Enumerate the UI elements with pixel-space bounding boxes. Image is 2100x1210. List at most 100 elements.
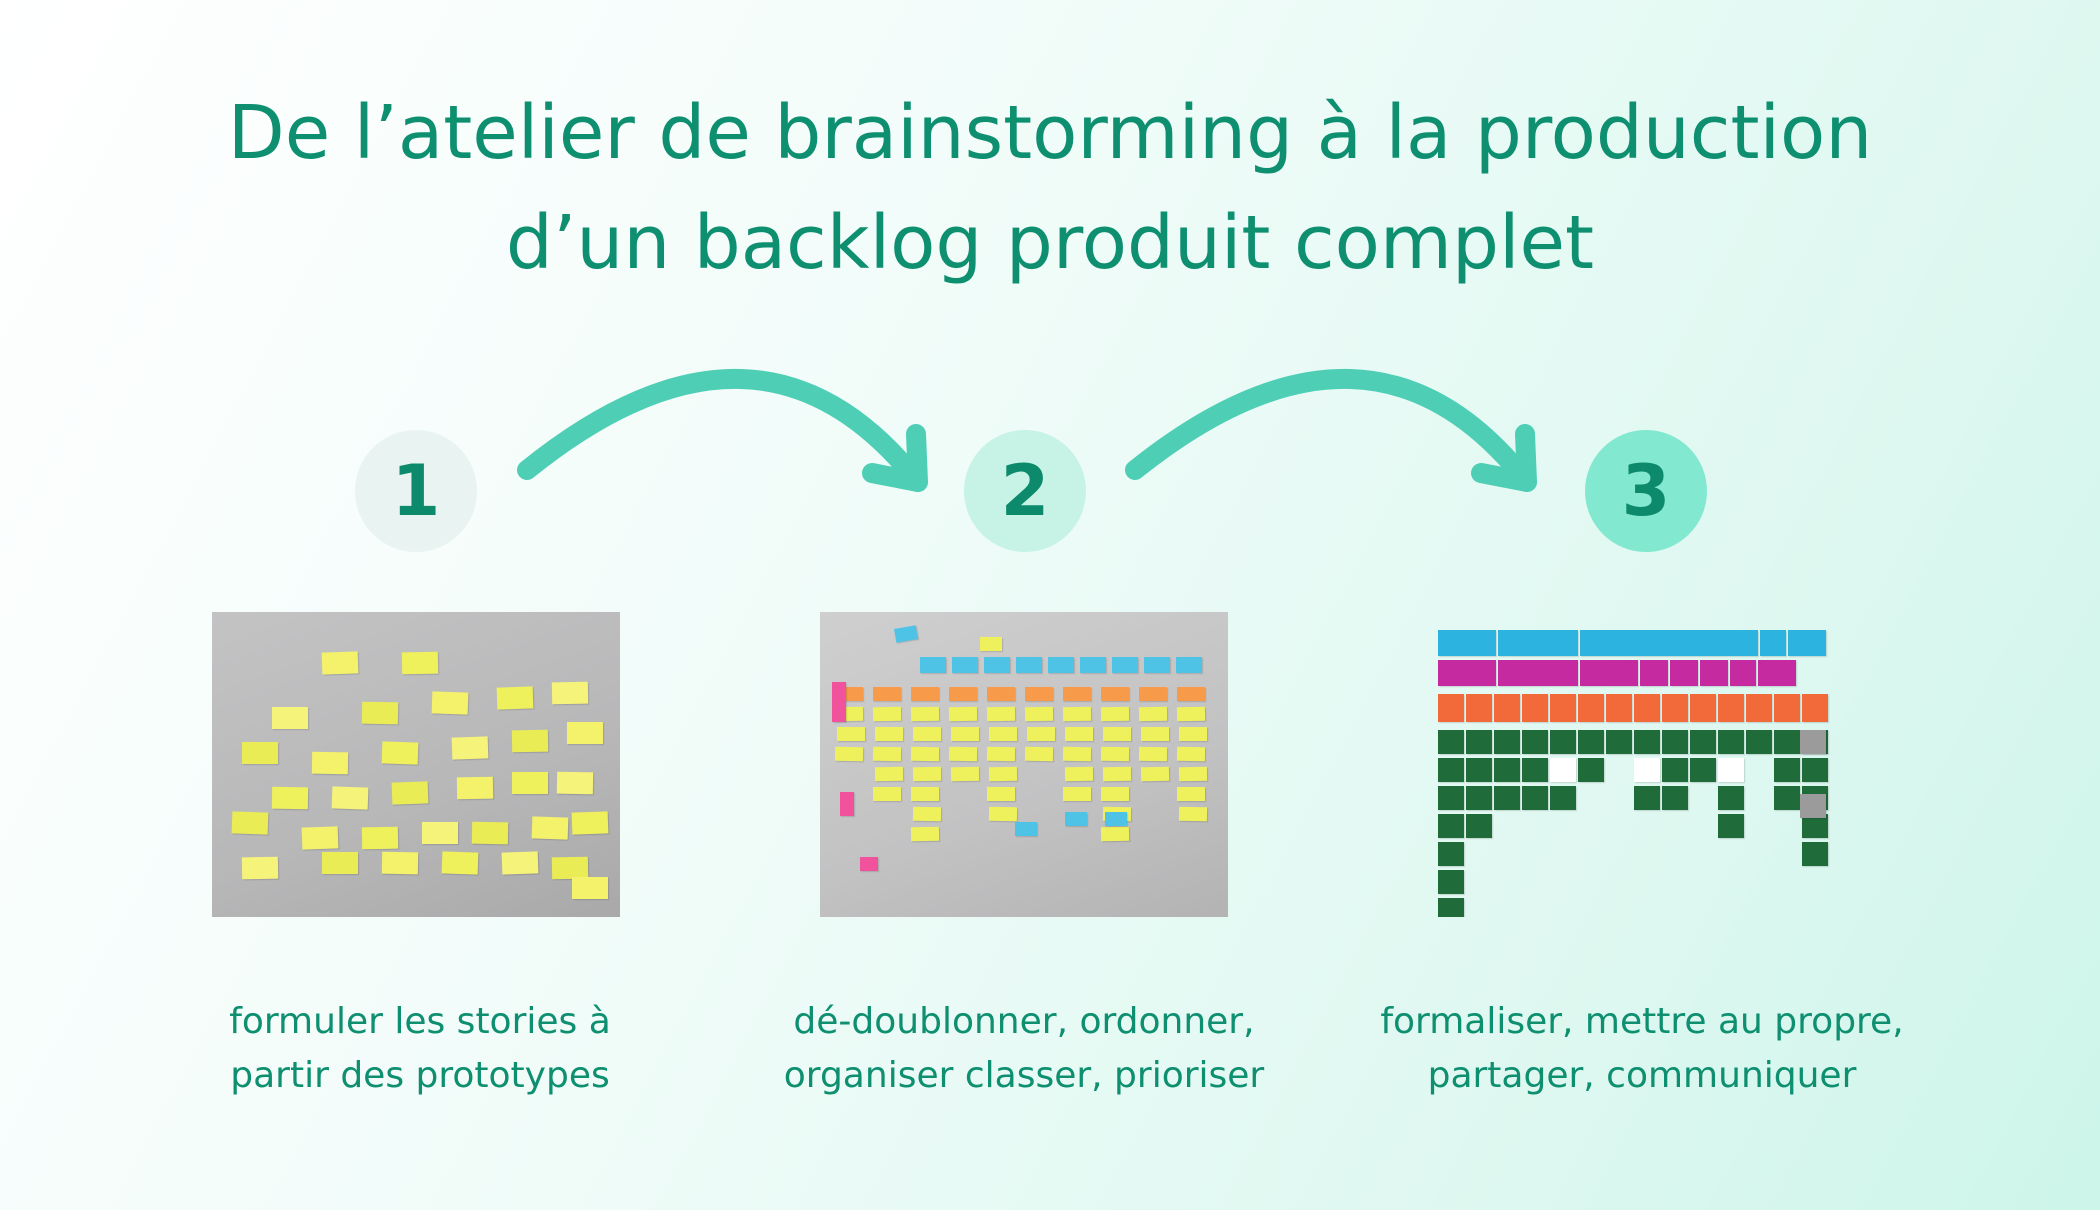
sticky-note — [361, 701, 399, 725]
sticky-note — [1438, 630, 1496, 656]
sticky-note — [1578, 694, 1604, 722]
sticky-note — [1139, 687, 1167, 701]
sticky-note — [1178, 806, 1208, 822]
sticky-note — [1718, 694, 1744, 722]
sticky-note — [872, 746, 902, 762]
sticky-note — [572, 877, 608, 899]
sticky-note — [988, 806, 1018, 822]
sticky-note — [1027, 727, 1055, 741]
sticky-note — [1176, 657, 1202, 673]
sticky-note — [1774, 694, 1800, 722]
sticky-note — [910, 706, 940, 722]
title-line-2: d’un backlog produit complet — [505, 200, 1595, 286]
sticky-note — [1102, 766, 1132, 782]
sticky-note — [381, 741, 419, 765]
sticky-note — [1438, 898, 1464, 917]
step-3-caption: formaliser, mettre au propre, partager, … — [1362, 995, 1922, 1103]
sticky-note — [1105, 812, 1127, 826]
sticky-note — [431, 691, 469, 715]
sticky-note — [1438, 786, 1464, 810]
step-3-caption-line-1: formaliser, mettre au propre, — [1380, 1001, 1904, 1042]
sticky-note — [834, 746, 864, 762]
sticky-note — [1662, 758, 1688, 782]
sticky-note — [873, 687, 901, 701]
sticky-note — [501, 851, 539, 875]
sticky-note — [1138, 746, 1168, 762]
sticky-note — [1606, 694, 1632, 722]
sticky-note — [361, 826, 399, 850]
sticky-note — [1494, 758, 1520, 782]
sticky-note — [920, 657, 946, 673]
arrow-1-to-2 — [517, 368, 928, 492]
sticky-note — [989, 727, 1017, 741]
sticky-note — [980, 637, 1002, 651]
sticky-note — [301, 826, 339, 850]
sticky-note — [331, 786, 369, 810]
sticky-note — [986, 706, 1016, 722]
sticky-note — [910, 826, 940, 842]
sticky-note — [551, 681, 589, 705]
sticky-note — [1774, 758, 1800, 782]
sticky-note — [1760, 630, 1786, 656]
sticky-note — [1634, 786, 1660, 810]
sticky-note — [987, 687, 1015, 701]
sticky-note — [951, 727, 979, 741]
sticky-note — [1438, 842, 1464, 866]
sticky-note — [912, 766, 942, 782]
sticky-note — [987, 787, 1015, 801]
sticky-note — [551, 856, 589, 880]
sticky-note — [872, 706, 902, 722]
step-2-circle: 2 — [964, 430, 1086, 552]
sticky-note — [984, 657, 1010, 673]
sticky-note — [1718, 814, 1744, 838]
backlog-story-map — [1438, 612, 1846, 917]
sticky-note — [1048, 657, 1074, 673]
sticky-note — [1670, 660, 1698, 686]
sticky-note — [1016, 657, 1042, 673]
sticky-note — [1015, 822, 1037, 836]
sticky-note — [912, 806, 942, 822]
sticky-note — [1718, 786, 1744, 810]
sticky-note — [1178, 766, 1208, 782]
sticky-note — [911, 787, 939, 801]
sticky-note — [1064, 766, 1094, 782]
sticky-note — [1176, 706, 1206, 722]
sticky-note — [451, 736, 489, 760]
sticky-note — [1498, 630, 1578, 656]
sticky-note — [496, 686, 534, 710]
sticky-note — [1774, 730, 1800, 754]
sticky-note — [1718, 730, 1744, 754]
sticky-note — [271, 786, 309, 810]
sticky-note — [1176, 746, 1206, 762]
sticky-note — [1025, 687, 1053, 701]
sticky-note — [311, 751, 349, 775]
sticky-note — [1080, 657, 1106, 673]
sticky-note — [1103, 727, 1131, 741]
sticky-note — [1063, 787, 1091, 801]
step-1-circle: 1 — [355, 430, 477, 552]
brainstorm-wall-photo — [212, 612, 620, 917]
sticky-note — [1062, 706, 1092, 722]
sticky-note — [471, 821, 509, 845]
sticky-note — [1690, 758, 1716, 782]
sticky-note — [1662, 694, 1688, 722]
step-3-circle: 3 — [1585, 430, 1707, 552]
sticky-note — [948, 746, 978, 762]
sticky-note — [1700, 660, 1728, 686]
sticky-note — [1550, 758, 1576, 782]
sticky-note — [1065, 812, 1087, 826]
sticky-note — [1438, 660, 1496, 686]
sticky-note — [1606, 730, 1632, 754]
sticky-note — [512, 772, 548, 794]
sticky-note — [1024, 746, 1054, 762]
sticky-note — [875, 727, 903, 741]
sticky-note — [1141, 727, 1169, 741]
sticky-note — [1466, 758, 1492, 782]
sticky-note — [1494, 786, 1520, 810]
sticky-note — [1101, 787, 1129, 801]
sticky-note — [1466, 814, 1492, 838]
sticky-note — [531, 816, 569, 840]
sticky-note — [988, 766, 1018, 782]
sticky-note — [1800, 730, 1826, 754]
arrow-head-2 — [1471, 424, 1537, 492]
